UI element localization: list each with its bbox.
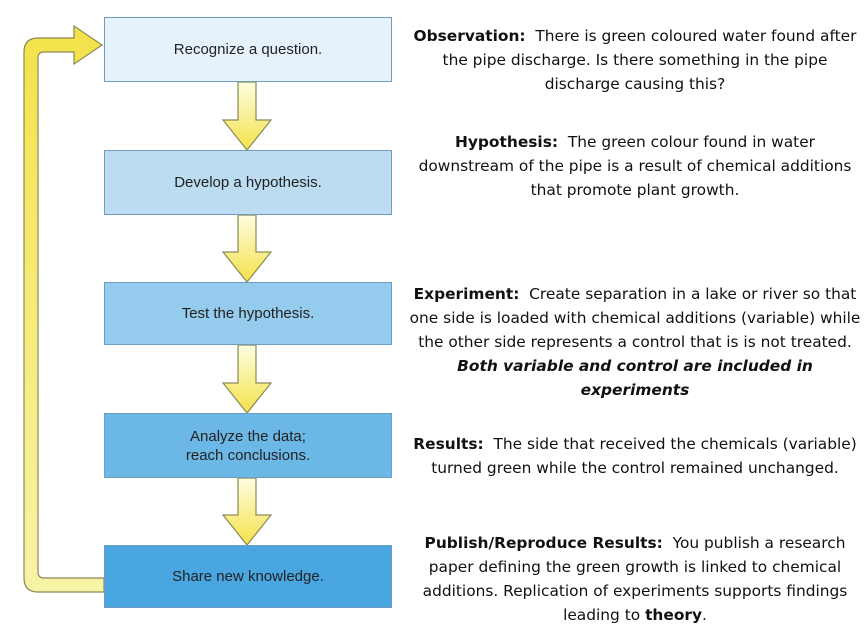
publish-text: You publish a research paper defining th…: [422, 534, 848, 624]
step-develop-hypothesis: Develop a hypothesis.: [104, 150, 392, 215]
publish-theory: theory: [645, 606, 703, 624]
publish-note: Publish/Reproduce Results: You publish a…: [408, 531, 862, 627]
step-test-hypothesis: Test the hypothesis.: [104, 282, 392, 345]
observation-term: Observation:: [413, 27, 526, 45]
publish-end: .: [702, 606, 707, 624]
feedback-loop-arrow: [23, 24, 105, 593]
observation-note: Observation: There is green coloured wat…: [408, 24, 862, 96]
hypothesis-term: Hypothesis:: [455, 133, 559, 151]
step-recognize-question: Recognize a question.: [104, 17, 392, 82]
experiment-emphasis: Both variable and control are included i…: [457, 357, 813, 399]
observation-text: There is green coloured water found afte…: [442, 27, 857, 93]
results-text: The side that received the chemicals (va…: [431, 435, 857, 477]
down-arrow-1: [221, 81, 273, 151]
down-arrow-3: [221, 344, 273, 414]
step-analyze-data: Analyze the data; reach conclusions.: [104, 413, 392, 478]
results-note: Results: The side that received the chem…: [408, 432, 862, 480]
hypothesis-text: The green colour found in water downstre…: [418, 133, 852, 199]
down-arrow-4: [221, 477, 273, 546]
experiment-term: Experiment:: [413, 285, 520, 303]
experiment-text: Create separation in a lake or river so …: [409, 285, 861, 351]
results-term: Results:: [413, 435, 484, 453]
step-share-knowledge: Share new knowledge.: [104, 545, 392, 608]
publish-term: Publish/Reproduce Results:: [424, 534, 663, 552]
experiment-note: Experiment: Create separation in a lake …: [408, 282, 862, 402]
hypothesis-note: Hypothesis: The green colour found in wa…: [408, 130, 862, 202]
explanation-column: Observation: There is green coloured wat…: [408, 0, 862, 635]
down-arrow-2: [221, 214, 273, 283]
